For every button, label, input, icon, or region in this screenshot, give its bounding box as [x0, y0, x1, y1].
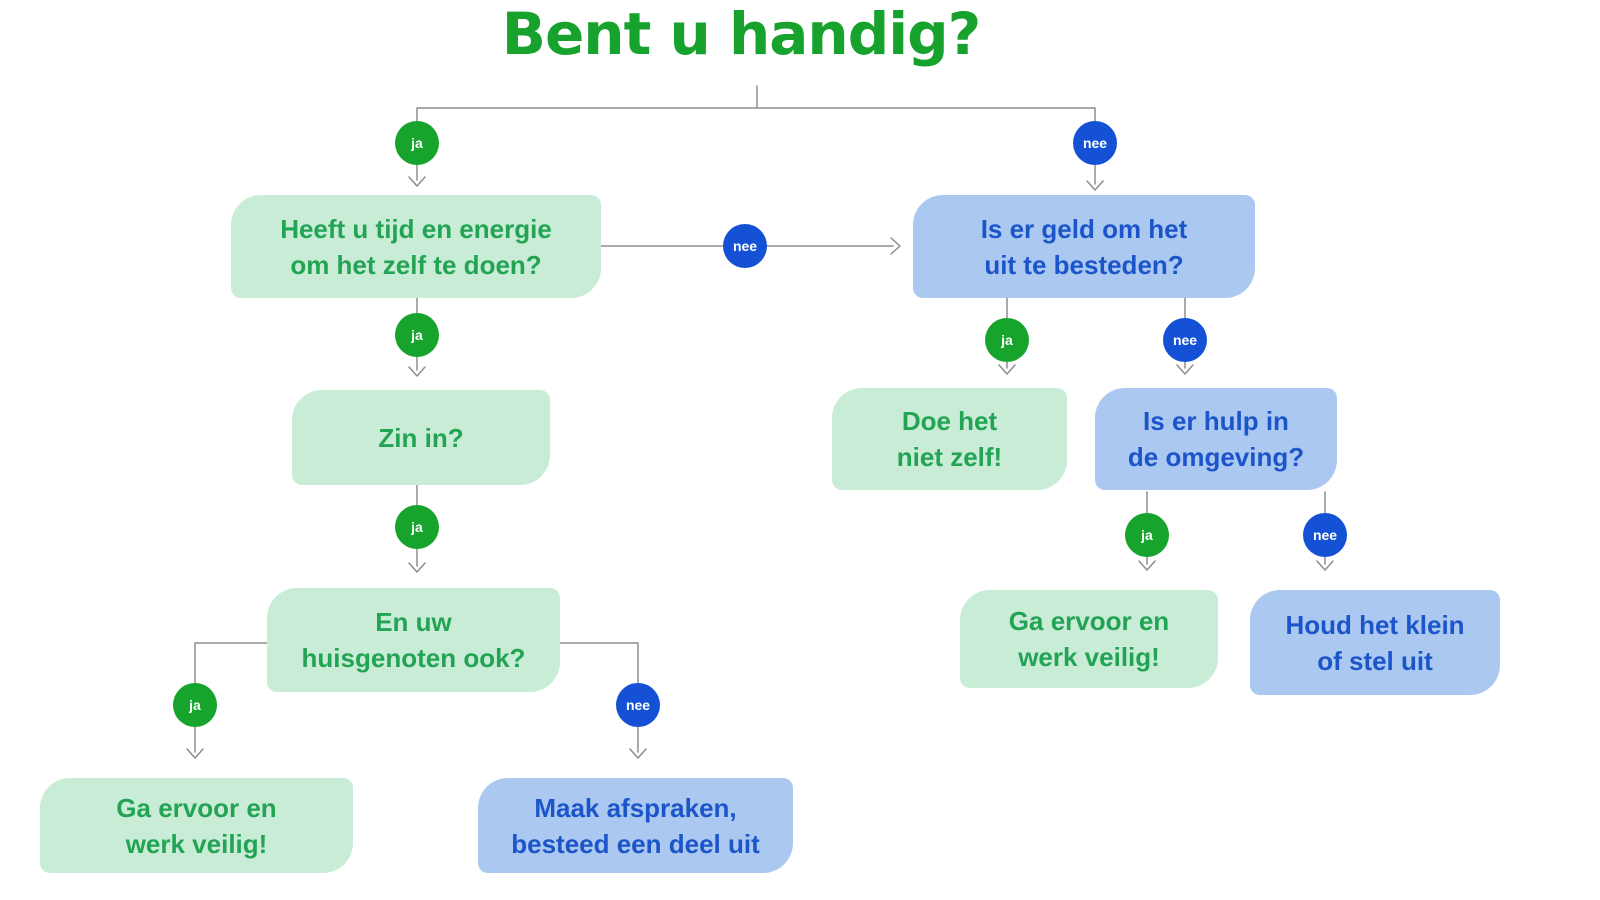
node-text-line: Is er hulp in — [1143, 406, 1289, 436]
node-text-line: werk veilig! — [125, 828, 268, 859]
badge-ja-bottom-left: ja — [173, 683, 217, 727]
node-text-line: de omgeving? — [1127, 442, 1305, 472]
badge-ja-top-left: ja — [395, 121, 439, 165]
node-q-huisgenoten: En uw huisgenoten ook? — [267, 588, 560, 692]
node-q-tijd-energie: Heeft u tijd en energie om het zelf te d… — [231, 195, 601, 298]
node-text-line: of stel uit — [1317, 645, 1433, 676]
node-text-line: Maak afspraken, — [534, 792, 737, 823]
node-text-line: uit te besteden? — [984, 249, 1184, 280]
node-text-line: huisgenoten ook? — [301, 643, 526, 673]
badge-nee-hulp: nee — [1303, 513, 1347, 557]
node-text-line: werk veilig! — [1018, 642, 1160, 672]
node-q-hulp-omgeving: Is er hulp in de omgeving? — [1095, 388, 1337, 490]
node-result-maak-afspraken: Maak afspraken, besteed een deel uit — [478, 778, 793, 873]
node-text-line: En uw — [375, 607, 452, 637]
node-text-line: besteed een deel uit — [511, 828, 760, 859]
node-text-line: Zin in? — [378, 422, 464, 453]
node-q-zin-in: Zin in? — [292, 390, 550, 485]
badge-ja-geld: ja — [985, 318, 1029, 362]
badge-ja-hulp: ja — [1125, 513, 1169, 557]
node-text-line: Ga ervoor en — [1008, 606, 1170, 636]
node-result-doe-het-niet-zelf: Doe het niet zelf! — [832, 388, 1067, 490]
node-result-ga-ervoor-rechts: Ga ervoor en werk veilig! — [960, 590, 1218, 688]
node-text-line: Ga ervoor en — [116, 792, 277, 823]
node-text-line: Is er geld om het — [980, 213, 1188, 244]
node-text-line: niet zelf! — [896, 442, 1003, 472]
node-q-geld: Is er geld om het uit te besteden? — [913, 195, 1255, 298]
badge-ja-zin-in: ja — [395, 313, 439, 357]
arrowheads — [186, 176, 1334, 759]
node-text-line: om het zelf te doen? — [290, 249, 542, 280]
node-text-line: Houd het klein — [1285, 609, 1465, 640]
badge-ja-huisgenoten: ja — [395, 505, 439, 549]
badge-nee-middle: nee — [723, 224, 767, 268]
badge-nee-top-right: nee — [1073, 121, 1117, 165]
node-result-ga-ervoor-links: Ga ervoor en werk veilig! — [40, 778, 353, 873]
node-result-houd-klein: Houd het klein of stel uit — [1250, 590, 1500, 695]
node-text-line: Doe het — [901, 406, 998, 436]
hulp-branch-lines — [1146, 491, 1326, 565]
money-branch-lines — [1006, 297, 1186, 369]
node-text-line: Heeft u tijd en energie — [280, 213, 552, 244]
top-split-line — [416, 85, 1096, 185]
page-title: Bent u handig? — [501, 0, 982, 68]
badge-nee-geld: nee — [1163, 318, 1207, 362]
badge-nee-bottom-left: nee — [616, 683, 660, 727]
